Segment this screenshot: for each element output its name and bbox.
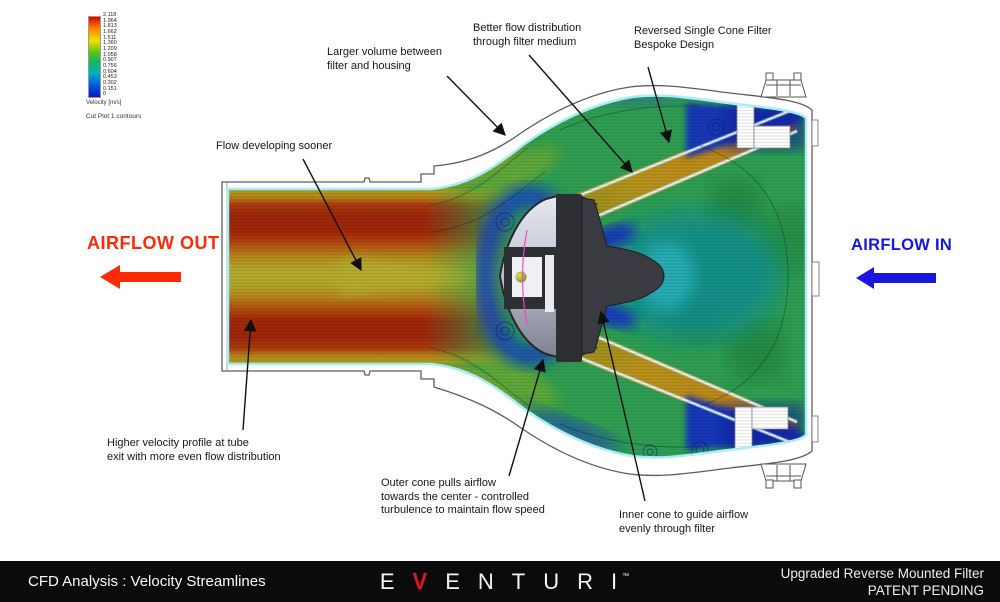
legend-unit-label: Velocity [m/s] (86, 100, 122, 106)
logo-letter: I (611, 568, 618, 594)
footer-bar: CFD Analysis : Velocity Streamlines E V … (0, 561, 1000, 602)
legend-tick: 1.813 (103, 23, 117, 30)
annotation-better-flow: Better flow distribution through filter … (473, 22, 582, 48)
footer-patent-pending: PATENT PENDING (867, 582, 984, 598)
streamline-curves (429, 105, 789, 448)
filter-cone-body (498, 194, 665, 362)
legend-tick: 1.662 (103, 29, 117, 36)
legend-tick: 2.118 (103, 12, 117, 18)
legend-tick: 1.511 (103, 34, 117, 41)
airflow-in-arrow (856, 267, 936, 289)
cone-hub-sphere (515, 271, 527, 283)
cfd-visualization (100, 54, 936, 502)
bottom-clamp-detail (760, 463, 807, 489)
annotation-arrows (242, 54, 673, 502)
legend-tick: 0.907 (103, 57, 117, 64)
legend-tick: 0 (103, 91, 107, 98)
logo-letter: E (379, 568, 395, 594)
legend-tick: 1.209 (103, 46, 117, 53)
logo-letter-v-accent: V (412, 567, 428, 595)
footer-analysis-title: CFD Analysis : Velocity Streamlines (28, 573, 266, 590)
logo-letter: E (445, 568, 460, 594)
legend-tick: 0.453 (103, 74, 117, 81)
logo-letter: R (577, 568, 594, 594)
airflow-out-label: AIRFLOW OUT (87, 233, 220, 253)
eventuri-logo: E V E N T U R I ™ (371, 561, 629, 602)
legend-tick: 0.756 (103, 63, 117, 70)
legend-tick: 0.604 (103, 68, 117, 75)
annotation-flow-developing: Flow developing sooner (216, 140, 333, 152)
footer-product-title: Upgraded Reverse Mounted Filter (780, 565, 984, 581)
flow-boundary-glow (226, 94, 808, 459)
legend-tick: 1.058 (103, 51, 117, 58)
footer-product-block: Upgraded Reverse Mounted Filter PATENT P… (781, 565, 984, 599)
right-flange-tabs (811, 119, 820, 443)
logo-letter: T (511, 568, 526, 594)
airflow-in-label: AIRFLOW IN (851, 236, 953, 254)
legend-tick: 1.360 (103, 40, 117, 47)
annotation-reversed-cone: Reversed Single Cone Filter Bespoke Desi… (634, 25, 772, 51)
airflow-out-arrow (100, 265, 181, 289)
logo-letter: N (477, 568, 494, 594)
legend-tick: 1.964 (103, 17, 117, 24)
legend-tick-values: 2.118 1.964 1.813 1.662 1.511 1.360 1.20… (103, 12, 117, 98)
annotation-inner-cone: Inner cone to guide airflow evenly throu… (619, 509, 749, 535)
annotation-higher-velocity: Higher velocity profile at tube exit wit… (107, 437, 281, 463)
logo-letter: U (543, 568, 560, 594)
legend-caption: Cut Plot 1 contours (86, 113, 142, 120)
top-clamp-detail (760, 72, 807, 98)
vortex-swirls (495, 118, 725, 458)
diagram-artboard: 2.118 1.964 1.813 1.662 1.511 1.360 1.20… (86, 12, 953, 535)
trademark-symbol: ™ (622, 573, 630, 580)
annotation-outer-cone: Outer cone pulls airflow towards the cen… (381, 477, 545, 516)
legend-colorbar (88, 16, 101, 98)
annotation-larger-volume: Larger volume between filter and housing (327, 46, 442, 72)
legend-tick: 0.151 (103, 85, 117, 92)
legend-tick: 0.302 (103, 80, 117, 87)
